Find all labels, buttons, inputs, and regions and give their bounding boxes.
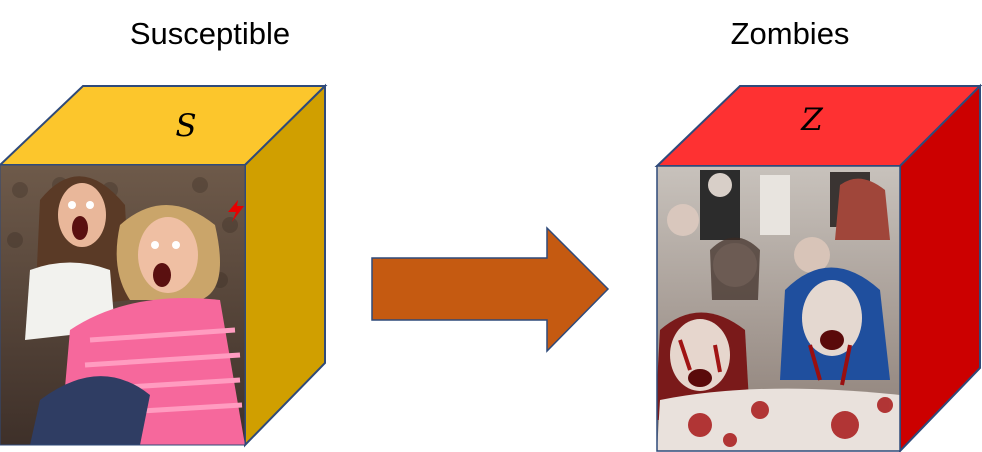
zombies-symbol: Z [800,102,823,138]
zombies-label: Zombies [730,16,850,51]
frightened-people-photo [0,165,245,445]
susceptible-cube: S [0,83,328,448]
zombies-cube: Z [654,83,982,452]
zombie-crowd-photo [657,166,900,451]
susceptible-symbol: S [175,108,196,144]
transition-arrow [371,226,610,353]
susceptible-label: Susceptible [129,16,291,51]
